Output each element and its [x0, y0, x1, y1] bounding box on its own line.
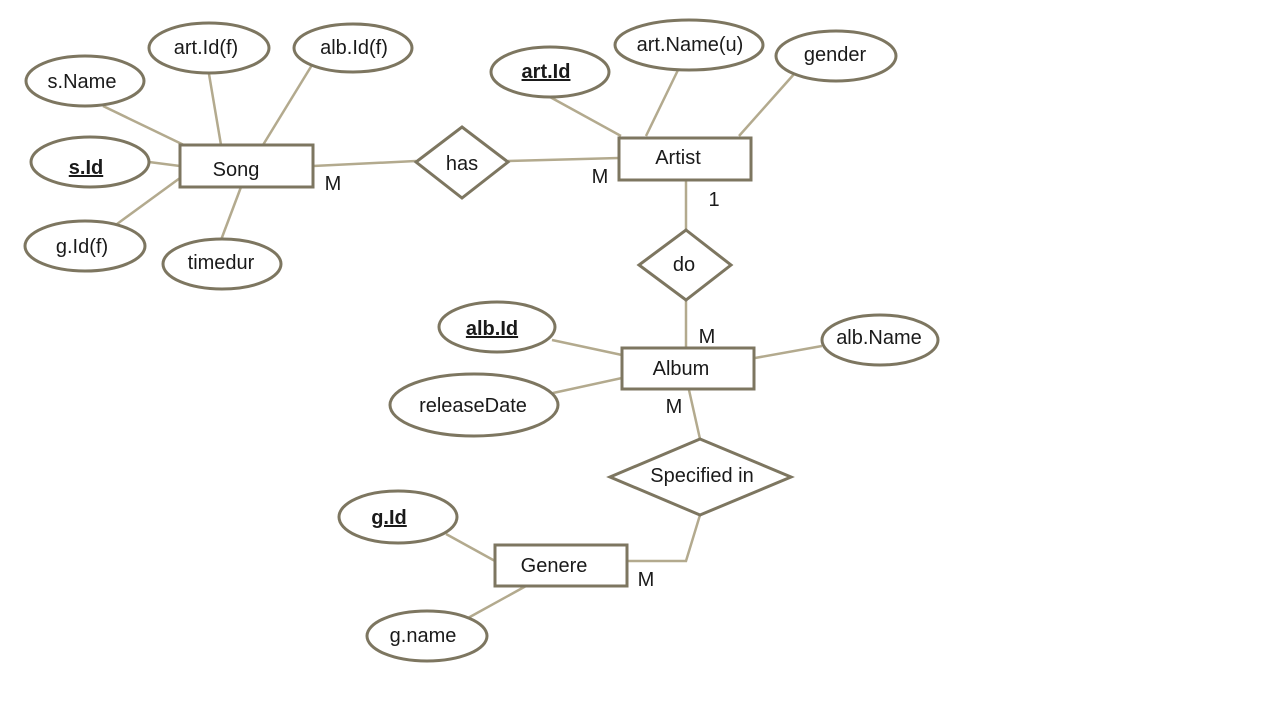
attribute-release-date: releaseDate: [388, 372, 560, 438]
cardinality-artist-has: M: [592, 166, 609, 188]
cardinality-genere-specified: M: [638, 569, 655, 591]
attribute-g-id: g.Id: [337, 489, 459, 545]
attribute-s-name: s.Name: [24, 54, 146, 108]
attribute-art-name-label: art.Name(u): [637, 34, 744, 56]
attribute-s-id: s.Id: [29, 135, 151, 189]
connector-lines: [102, 64, 823, 620]
entity-genere-label: Genere: [521, 555, 588, 577]
entity-artist: Artist: [617, 136, 753, 182]
attribute-g-name-label: g.name: [390, 625, 457, 647]
attribute-art-id-label: art.Id: [522, 61, 571, 83]
attribute-g-id-label: g.Id: [371, 507, 407, 529]
entity-song: Song: [178, 143, 315, 189]
attribute-gender: gender: [774, 29, 898, 83]
cardinality-artist-do: 1: [708, 189, 719, 211]
entity-album: Album: [620, 346, 756, 391]
attribute-timedur: timedur: [161, 237, 283, 291]
attribute-g-name: g.name: [365, 609, 489, 663]
cardinality-album-do: M: [699, 326, 716, 348]
attribute-release-date-label: releaseDate: [419, 395, 527, 417]
attribute-alb-id: alb.Id: [437, 300, 557, 354]
attribute-s-id-label: s.Id: [69, 157, 103, 179]
cardinality-album-specified: M: [666, 396, 683, 418]
attribute-song-art-id-label: art.Id(f): [174, 37, 238, 59]
attribute-s-name-label: s.Name: [48, 71, 117, 93]
cardinality-song-has: M: [325, 173, 342, 195]
relationship-has: has: [413, 125, 511, 200]
attribute-song-alb-id: alb.Id(f): [292, 22, 414, 74]
attribute-timedur-label: timedur: [188, 252, 255, 274]
attribute-alb-id-label: alb.Id: [466, 318, 518, 340]
attribute-alb-name-label: alb.Name: [836, 327, 922, 349]
attribute-alb-name: alb.Name: [820, 313, 940, 367]
relationship-specified-in-label: Specified in: [650, 465, 753, 487]
cardinality-labels: M M 1 M M M: [325, 166, 720, 591]
attribute-song-g-id-label: g.Id(f): [56, 236, 108, 258]
attribute-song-art-id: art.Id(f): [147, 21, 271, 75]
attribute-art-name: art.Name(u): [613, 18, 765, 72]
relationship-do-label: do: [673, 254, 695, 276]
entity-artist-label: Artist: [655, 147, 701, 169]
relationship-has-label: has: [446, 153, 478, 175]
attribute-song-g-id: g.Id(f): [23, 219, 147, 273]
relationship-do: do: [636, 228, 734, 302]
entity-song-label: Song: [213, 159, 260, 181]
attribute-gender-label: gender: [804, 44, 867, 66]
relationship-specified-in: Specified in: [606, 437, 795, 517]
entity-genere: Genere: [493, 543, 629, 588]
attribute-art-id: art.Id: [489, 45, 611, 99]
attribute-song-alb-id-label: alb.Id(f): [320, 37, 388, 59]
entity-album-label: Album: [653, 358, 710, 380]
